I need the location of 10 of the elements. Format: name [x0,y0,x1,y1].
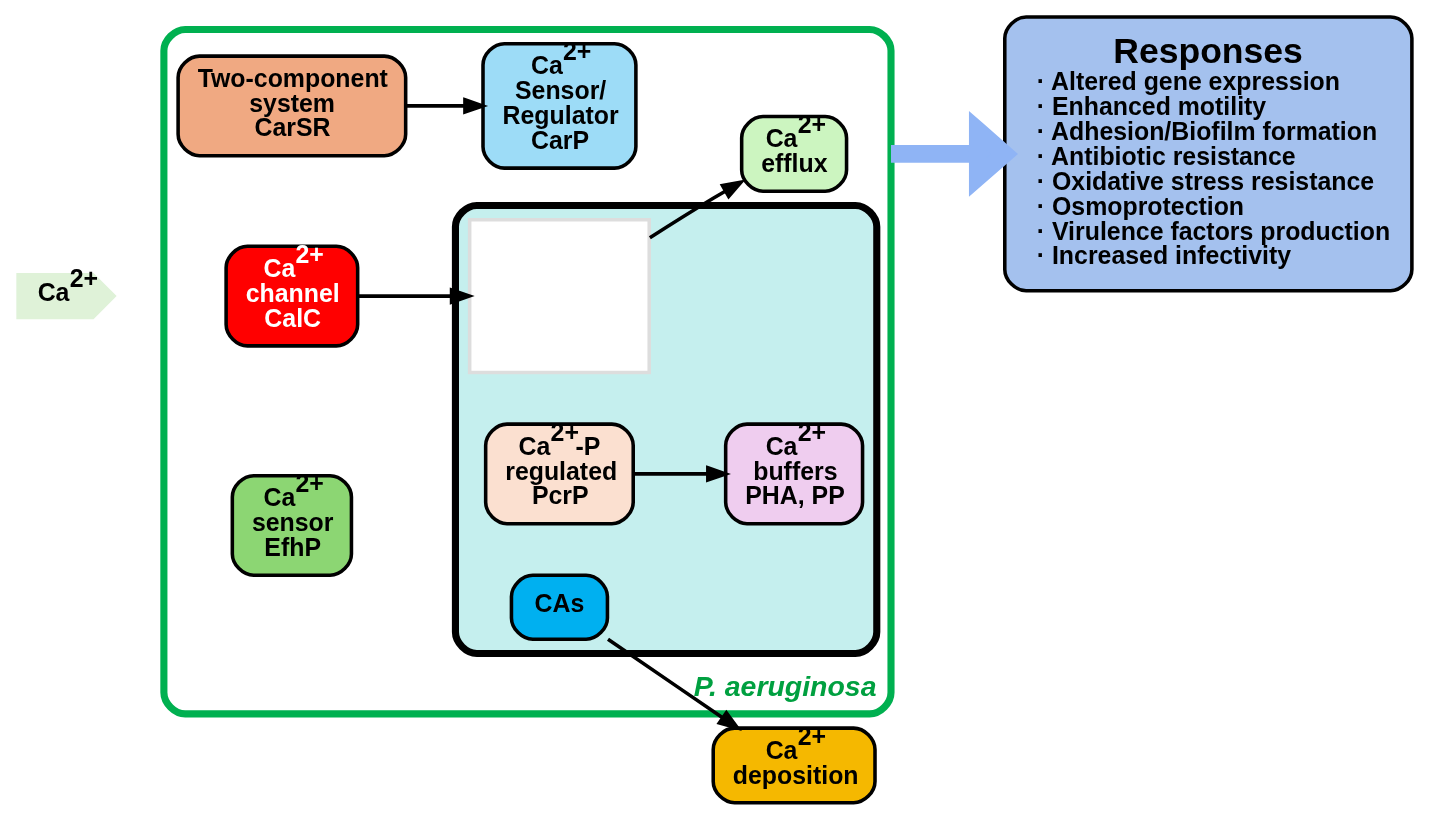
arrow [358,287,475,305]
arrow [891,110,1018,197]
node-box: Two-component system CarSR [176,54,408,158]
node-box: Responses · Altered gene expression · Enhanced motility · Adhesion/Biofilm formation · Antibiotic resistance · Oxidative stress resistance · Osmoprotection · Virulence factors production · Increased infectivity [1003,15,1414,293]
arrow [406,97,489,115]
node-box [467,217,651,375]
arrow [633,465,731,483]
node-box: CAs [509,573,610,641]
node-label: 2+ [69,263,99,292]
arrow [648,179,746,240]
